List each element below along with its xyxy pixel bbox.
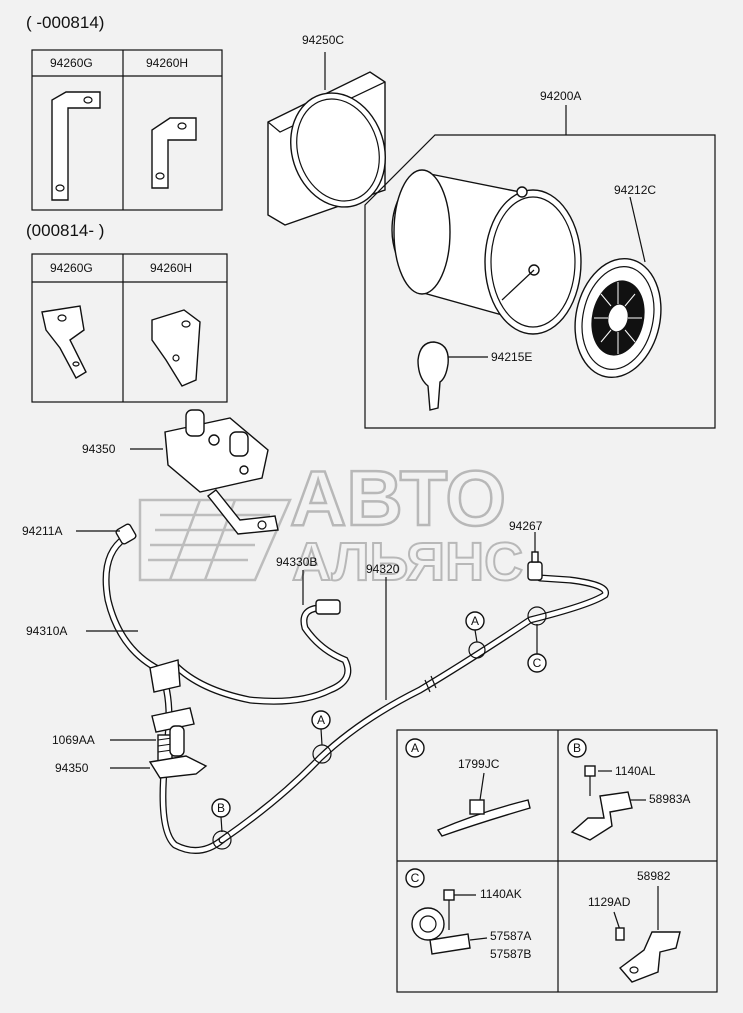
label-57587b: 57587B xyxy=(490,947,531,961)
variant-2-part-g: 94260G xyxy=(50,261,93,275)
svg-text:A: A xyxy=(471,614,479,628)
meter-assembly-box xyxy=(364,105,716,429)
svg-text:B: B xyxy=(217,801,225,815)
cable-94310a xyxy=(102,523,226,854)
label-94310a: 94310A xyxy=(26,624,67,638)
callout-b: B xyxy=(211,798,232,850)
svg-text:C: C xyxy=(411,871,420,885)
key-94215e-icon xyxy=(417,341,488,411)
watermark-line1: АВТО xyxy=(290,454,506,542)
tachograph-meter xyxy=(391,169,582,335)
watermark: АВТО АЛЬЯНС xyxy=(138,453,524,593)
speed-sensor-94350 xyxy=(130,409,279,535)
svg-text:A: A xyxy=(411,741,419,755)
label-94250c: 94250C xyxy=(302,33,344,47)
detail-panel-a: A 1799JC xyxy=(405,738,531,837)
label-1069aa: 1069AA xyxy=(52,733,95,747)
bezel-94250c xyxy=(267,52,386,226)
label-1140al: 1140AL xyxy=(615,764,656,778)
label-94211a: 94211A xyxy=(22,524,62,538)
svg-text:A: A xyxy=(317,713,325,727)
variant-1-header: ( -000814) xyxy=(26,13,104,32)
label-94200a: 94200A xyxy=(540,89,581,103)
callout-a-1: A xyxy=(465,611,486,659)
label-94350-bottom: 94350 xyxy=(55,761,89,775)
label-1799jc: 1799JC xyxy=(458,757,500,771)
callout-a-2: A xyxy=(311,710,332,764)
fitting-94267-icon xyxy=(527,532,543,581)
variant-1-table: 94260G 94260H xyxy=(31,49,223,211)
bracket-94260g-v2-icon xyxy=(41,305,87,379)
label-58983a: 58983A xyxy=(649,792,690,806)
cable-clamp-assembly xyxy=(110,659,208,779)
cable-94330b xyxy=(171,599,352,705)
detail-panel-c: C 1140AK 57587A 57587B xyxy=(405,868,531,961)
tacho-chart-disc xyxy=(574,196,662,379)
label-94350-top: 94350 xyxy=(82,442,116,456)
variant-2-table: 94260G 94260H xyxy=(31,253,228,403)
variant-2-part-h: 94260H xyxy=(150,261,192,275)
label-94212c: 94212C xyxy=(614,183,656,197)
label-58982: 58982 xyxy=(637,869,671,883)
label-57587a: 57587A xyxy=(490,929,531,943)
svg-text:C: C xyxy=(533,656,542,670)
label-94267: 94267 xyxy=(509,519,543,533)
bracket-94260h-v2-icon xyxy=(151,309,201,387)
cable-94320 xyxy=(218,574,609,844)
variant-1-part-g: 94260G xyxy=(50,56,93,70)
detail-panel-b: B 1140AL 58983A xyxy=(567,738,690,841)
label-1140ak: 1140AK xyxy=(480,887,522,901)
callout-c: C xyxy=(527,606,547,673)
bracket-94260h-icon xyxy=(151,117,197,189)
svg-text:B: B xyxy=(573,741,581,755)
label-94320: 94320 xyxy=(366,562,400,576)
label-1129ad: 1129AD xyxy=(588,895,631,909)
detail-panel-d: 58982 1129AD xyxy=(588,869,681,983)
bracket-94260g-icon xyxy=(51,91,101,201)
variant-2-header: (000814- ) xyxy=(26,221,104,240)
watermark-logo-icon xyxy=(138,498,292,582)
label-94330b: 94330B xyxy=(276,555,317,569)
variant-1-part-h: 94260H xyxy=(146,56,188,70)
watermark-line2: АЛЬЯНС xyxy=(292,532,523,592)
label-94215e: 94215E xyxy=(491,350,532,364)
detail-panels: A 1799JC B 1140AL 58983A C 1140AK 57587A… xyxy=(396,729,718,993)
